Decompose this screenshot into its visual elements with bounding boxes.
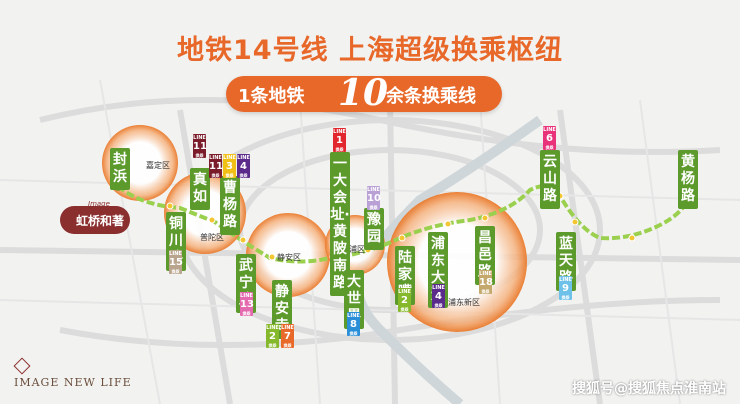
station-caoyanglu: 曹杨路 [220, 176, 240, 235]
station-huangyanglu: 黄杨路 [678, 150, 698, 209]
project-logo [60, 206, 130, 234]
bubble-jingan [246, 213, 330, 297]
page-title: 地铁14号线 上海超级换乘枢纽 [177, 35, 563, 66]
district-label: 浦东新区 [448, 298, 480, 307]
district-label: 黄浦区 [341, 245, 365, 254]
subtitle-left: 1条地铁 [238, 86, 305, 107]
watermark: 搜狐号@搜狐焦点淮南站 [572, 381, 726, 397]
station-fengbang: 封浜 [110, 148, 130, 190]
district-label: 普陀区 [200, 233, 224, 242]
station-yidahuizhi: 一大会址·黄陂南路 [330, 152, 350, 296]
project-logo-text: 虹桥和著 [76, 214, 125, 228]
station-zhenru: 真如 [190, 168, 210, 210]
district-label: 嘉定区 [146, 161, 170, 170]
station-yuyuan: 豫园 [364, 208, 384, 250]
subtitle-pill [226, 76, 502, 112]
district-label: 静安区 [277, 253, 301, 262]
subtitle-right: 余条换乘线 [386, 86, 476, 107]
subtitle-number: 10 [338, 72, 389, 114]
station-yunshanlu: 云山路 [540, 150, 560, 209]
brand-text: IMAGE NEW LIFE [14, 376, 132, 389]
project-logo-script: Image [88, 200, 110, 208]
